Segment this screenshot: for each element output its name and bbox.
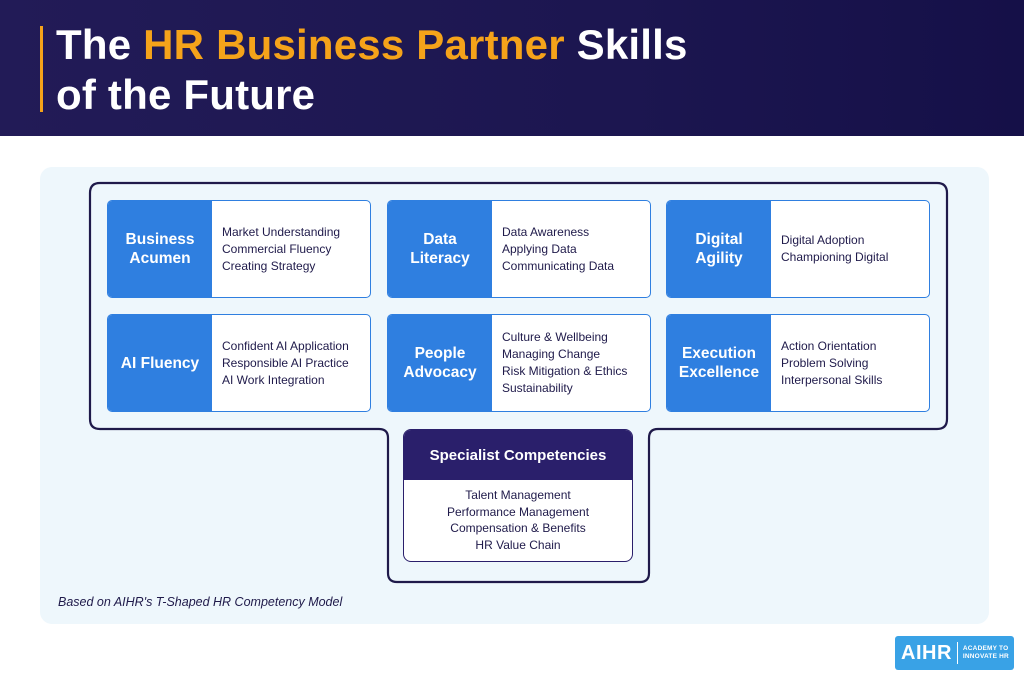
specialist-item: Compensation & Benefits bbox=[450, 521, 586, 535]
card-business-acumen: Business Acumen Market Understanding Com… bbox=[107, 200, 371, 298]
specialist-item: Talent Management bbox=[465, 488, 571, 502]
logo-subtext: ACADEMY TO INNOVATE HR bbox=[963, 645, 1009, 661]
card-label: Business Acumen bbox=[108, 201, 212, 297]
card-item: Culture & Wellbeing bbox=[502, 330, 608, 344]
logo-sub-line1: ACADEMY TO bbox=[962, 645, 1009, 652]
card-items: Culture & Wellbeing Managing Change Risk… bbox=[492, 315, 650, 411]
card-item: Risk Mitigation & Ethics bbox=[502, 364, 628, 378]
footnote: Based on AIHR's T-Shaped HR Competency M… bbox=[58, 595, 343, 609]
card-item: Market Understanding bbox=[222, 224, 341, 239]
specialist-list: Talent Management Performance Management… bbox=[404, 480, 632, 553]
card-item: Problem Solving bbox=[781, 355, 869, 370]
card-item: Digital Adoption bbox=[781, 233, 865, 247]
logo-mark: AIHR bbox=[901, 641, 952, 664]
card-item: Confident AI Application bbox=[222, 338, 349, 353]
title-accent-bar bbox=[40, 26, 43, 112]
card-item: Responsible AI Practice bbox=[222, 355, 349, 370]
card-people-advocacy: People Advocacy Culture & Wellbeing Mana… bbox=[387, 314, 651, 412]
card-items: Data Awareness Applying Data Communicati… bbox=[492, 201, 650, 297]
card-item: Action Orientation bbox=[781, 338, 877, 353]
card-items: Market Understanding Commercial Fluency … bbox=[212, 201, 370, 297]
logo-separator bbox=[956, 642, 958, 664]
card-item: Creating Strategy bbox=[222, 258, 316, 273]
title-line2: of the Future bbox=[56, 71, 316, 118]
card-data-literacy: Data Literacy Data Awareness Applying Da… bbox=[387, 200, 651, 298]
card-item: Championing Digital bbox=[781, 250, 889, 264]
card-item: Communicating Data bbox=[502, 258, 615, 273]
logo-sub-line2: INNOVATE HR bbox=[962, 653, 1009, 660]
title-part1: The bbox=[56, 21, 144, 68]
specialist-item: HR Value Chain bbox=[475, 537, 561, 552]
page-title: The HR Business Partner Skills of the Fu… bbox=[56, 20, 956, 120]
card-item: Managing Change bbox=[502, 347, 601, 361]
card-label: AI Fluency bbox=[108, 315, 212, 411]
specialist-competencies-box: Specialist Competencies Talent Managemen… bbox=[403, 429, 633, 562]
card-item: Interpersonal Skills bbox=[781, 372, 883, 387]
card-label: Data Literacy bbox=[388, 201, 492, 297]
specialist-item: Performance Management bbox=[446, 504, 590, 519]
card-item: Applying Data bbox=[502, 241, 577, 256]
header-banner: The HR Business Partner Skills of the Fu… bbox=[0, 0, 1024, 136]
card-ai-fluency: AI Fluency Confident AI Application Resp… bbox=[107, 314, 371, 412]
card-label: People Advocacy bbox=[388, 315, 492, 411]
title-accent: HR Business Partner bbox=[143, 21, 565, 68]
aihr-logo: AIHR ACADEMY TO INNOVATE HR bbox=[895, 636, 1014, 670]
card-item: Sustainability bbox=[502, 381, 573, 395]
card-label: Execution Excellence bbox=[667, 315, 771, 411]
title-part2: Skills bbox=[564, 21, 688, 68]
card-digital-agility: Digital Agility Digital Adoption Champio… bbox=[666, 200, 930, 298]
card-item: Data Awareness bbox=[502, 224, 590, 239]
card-items: Action Orientation Problem Solving Inter… bbox=[771, 315, 929, 411]
card-execution-excellence: Execution Excellence Action Orientation … bbox=[666, 314, 930, 412]
card-items: Confident AI Application Responsible AI … bbox=[212, 315, 370, 411]
specialist-title: Specialist Competencies bbox=[404, 430, 632, 480]
card-label: Digital Agility bbox=[667, 201, 771, 297]
card-items: Digital Adoption Championing Digital bbox=[771, 201, 929, 297]
card-item: AI Work Integration bbox=[222, 372, 325, 387]
card-item: Commercial Fluency bbox=[222, 241, 332, 256]
